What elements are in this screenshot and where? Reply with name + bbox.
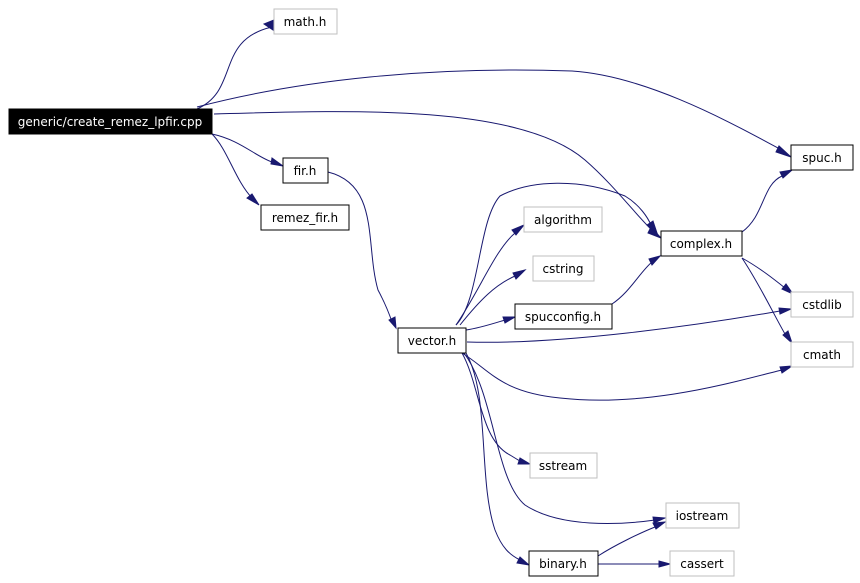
edge-vector-h-to-sstream <box>461 352 521 462</box>
node-algorithm-label: algorithm <box>534 213 592 227</box>
node-vector-h-box <box>397 327 467 354</box>
node-iostream-box <box>665 502 740 529</box>
edge-arrowhead <box>516 556 531 566</box>
edge-vector-h-to-cstdlib <box>466 310 781 343</box>
edge-arrowhead <box>512 269 527 280</box>
edge-vector-h-to-iostream <box>463 352 656 524</box>
node-root-label: generic/create_remez_lpfir.cpp <box>18 115 202 129</box>
node-spuc-h-box <box>790 144 854 171</box>
edge-root-to-spuc-h-upper <box>196 69 781 150</box>
edge-arrowhead <box>646 220 659 235</box>
node-binary-h-box <box>528 550 599 577</box>
edge-arrowhead <box>775 145 792 158</box>
edge-vector-h-to-cmath <box>461 352 783 401</box>
edge-fir-h-to-vector-h <box>327 171 393 323</box>
node-sstream[interactable]: sstream <box>529 452 598 479</box>
node-cstdlib-label: cstdlib <box>802 298 841 312</box>
node-cmath-label: cmath <box>803 348 841 362</box>
edge-vector-h-to-complex-h <box>455 182 652 326</box>
edge-root-to-fir-h <box>211 133 273 163</box>
edge-arrowhead <box>246 193 260 206</box>
edge-root-to-math-h <box>196 26 273 110</box>
node-vector-h-label: vector.h <box>408 334 456 348</box>
edge-root-to-remez-fir-h <box>211 133 253 199</box>
node-iostream-label: iostream <box>676 509 729 523</box>
node-fir-h-box <box>282 157 329 184</box>
edge-complex-h-to-spuc-h <box>741 175 783 233</box>
edge-arrowhead <box>782 330 794 345</box>
node-math-h[interactable]: math.h <box>273 8 338 35</box>
node-algorithm-box <box>523 206 603 233</box>
edge-vector-h-to-cstring <box>459 275 516 326</box>
node-cassert-box <box>669 550 735 577</box>
node-root-file[interactable]: generic/create_remez_lpfir.cpp <box>8 108 213 135</box>
edge-arrowhead <box>270 157 284 167</box>
edge-arrowhead <box>652 521 667 530</box>
node-sstream-box <box>529 452 598 479</box>
node-fir-h-label: fir.h <box>294 164 317 178</box>
node-cassert[interactable]: cassert <box>669 550 735 577</box>
node-remez-fir-h[interactable]: remez_fir.h <box>260 204 350 231</box>
node-algorithm[interactable]: algorithm <box>523 206 603 233</box>
edge-root-to-complex-h <box>213 111 656 234</box>
edge-arrowhead <box>648 255 662 266</box>
edge-arrowhead <box>779 169 794 179</box>
edge-vector-h-to-binary-h <box>465 352 521 561</box>
node-spucconfig-h-box <box>514 303 613 330</box>
node-binary-h[interactable]: binary.h <box>528 550 599 577</box>
node-spucconfig-h[interactable]: spucconfig.h <box>514 303 613 330</box>
node-spucconfig-h-label: spucconfig.h <box>525 310 601 324</box>
node-complex-h-box <box>660 230 743 257</box>
node-fir-h[interactable]: fir.h <box>282 157 329 184</box>
node-root-box <box>8 108 213 135</box>
node-iostream[interactable]: iostream <box>665 502 740 529</box>
edge-vector-h-to-algorithm <box>455 232 516 326</box>
edge-arrowhead <box>658 560 672 568</box>
node-cstring-label: cstring <box>542 262 583 276</box>
edges <box>196 19 795 568</box>
edge-vector-h-to-spucconfig-h <box>465 319 506 331</box>
node-complex-h[interactable]: complex.h <box>660 230 743 257</box>
node-sstream-label: sstream <box>539 459 587 473</box>
edge-binary-h-to-iostream <box>597 526 656 557</box>
node-cmath[interactable]: cmath <box>790 341 854 368</box>
edge-arrowhead <box>502 316 517 324</box>
node-complex-h-label: complex.h <box>670 237 732 251</box>
node-math-h-label: math.h <box>284 15 327 29</box>
edge-spucconfig-h-to-complex-h <box>611 261 653 305</box>
node-cstring[interactable]: cstring <box>532 255 595 282</box>
nodes: generic/create_remez_lpfir.cpp math.h sp… <box>8 8 854 577</box>
node-spuc-h[interactable]: spuc.h <box>790 144 854 171</box>
node-math-h-box <box>273 8 338 35</box>
edge-arrowhead <box>652 516 667 524</box>
node-cstdlib-box <box>790 291 854 318</box>
node-cstdlib[interactable]: cstdlib <box>790 291 854 318</box>
node-cstring-box <box>532 255 595 282</box>
node-remez-fir-h-box <box>260 204 350 231</box>
node-remez-fir-h-label: remez_fir.h <box>272 211 338 225</box>
edge-arrowhead <box>517 457 532 465</box>
edge-arrowhead <box>781 283 795 296</box>
edge-complex-h-to-cmath <box>741 257 786 335</box>
edge-arrowhead <box>511 224 525 236</box>
node-spuc-h-label: spuc.h <box>802 151 842 165</box>
edge-arrowhead <box>388 316 397 330</box>
edge-complex-h-to-cstdlib <box>741 257 786 289</box>
edge-arrowhead <box>778 307 793 315</box>
node-vector-h[interactable]: vector.h <box>397 327 467 354</box>
node-cmath-box <box>790 341 854 368</box>
edge-arrowhead <box>779 365 794 374</box>
node-binary-h-label: binary.h <box>539 557 587 571</box>
node-cassert-label: cassert <box>680 557 724 571</box>
